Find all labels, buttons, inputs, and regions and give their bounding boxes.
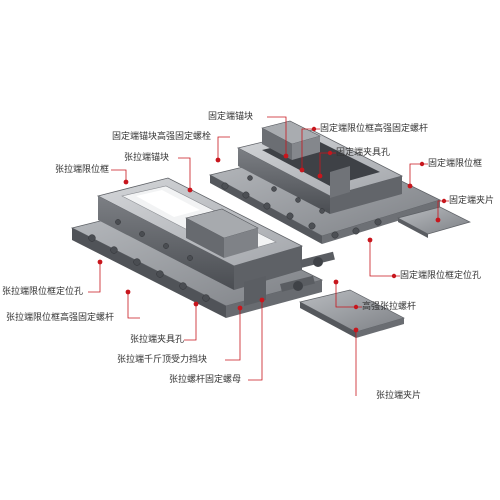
label-high-strength-tension-rod: 高强张拉螺杆 bbox=[362, 302, 417, 312]
label-fixed-limit-frame-hole: 固定端限位框定位孔 bbox=[400, 271, 482, 281]
tension-bolts bbox=[88, 219, 210, 302]
label-fixed-clamp-hole: 固定端夹具孔 bbox=[336, 148, 391, 158]
fixed-bolts bbox=[221, 175, 382, 239]
tension-clamp-plate-shape bbox=[299, 289, 405, 338]
tension-rods bbox=[279, 251, 335, 292]
label-tension-clamp-plate: 张拉端夹片 bbox=[376, 391, 422, 401]
label-tension-limit-frame-bolt: 张拉端限位框高强固定螺杆 bbox=[6, 313, 115, 323]
label-tension-limit-frame-hole: 张拉端限位框定位孔 bbox=[2, 287, 84, 297]
label-tension-anchor-block: 张拉端锚块 bbox=[124, 153, 170, 163]
label-fixed-limit-frame-bolt: 固定端限位框高强固定螺杆 bbox=[320, 124, 429, 134]
leader-dots bbox=[97, 126, 447, 333]
label-fixed-limit-frame: 固定端限位框 bbox=[428, 159, 483, 169]
label-fixed-clamp-plate: 固定端夹片 bbox=[449, 196, 495, 206]
label-tension-limit-frame: 张拉端限位框 bbox=[55, 165, 110, 175]
label-fixed-anchor-bolt: 固定端锚块高强固定螺栓 bbox=[112, 132, 212, 142]
fixed-clamp-plate-shape bbox=[397, 206, 471, 238]
label-tension-rod-nut: 张拉螺杆固定螺母 bbox=[169, 375, 242, 385]
tension-limit-frame-shape bbox=[70, 177, 324, 318]
label-tension-clamp-hole: 张拉端夹具孔 bbox=[130, 335, 185, 345]
label-fixed-anchor-block: 固定端锚块 bbox=[208, 112, 254, 122]
label-tension-jack-stop: 张拉端千斤顶受力挡块 bbox=[117, 355, 208, 365]
